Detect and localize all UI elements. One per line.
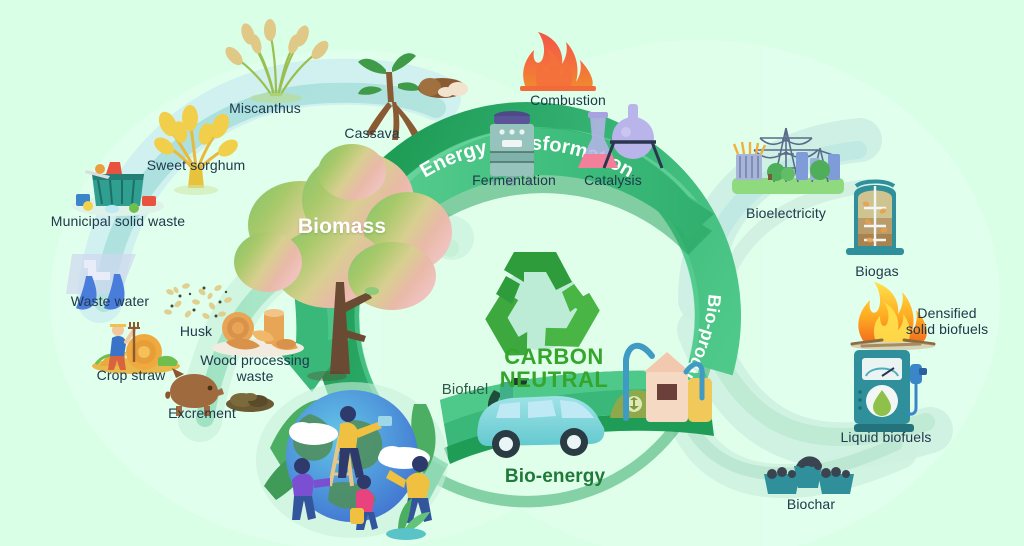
fermentation-tank-icon [490, 111, 534, 187]
biorefinery-icon [610, 343, 712, 422]
biofuel-label: Biofuel [441, 381, 489, 398]
flame-icon [520, 32, 596, 91]
product-label-biogas: Biogas [855, 263, 899, 279]
feedstock-label-cassava: Cassava [344, 125, 400, 141]
product-label-densified-solid-biofuels: Densified solid biofuels [905, 305, 989, 337]
hay-bale-farmer-icon [92, 322, 180, 374]
biochar-trays-icon [764, 456, 854, 494]
biomass-tree-icon [234, 144, 452, 381]
feedstock-label-wood-processing-waste: Wood processing waste [200, 352, 310, 384]
waste-water-pipes-icon [66, 254, 136, 310]
product-label-liquid-biofuels: Liquid biofuels [840, 429, 932, 445]
biogas-digester-icon [846, 179, 904, 255]
product-label-biochar: Biochar [786, 496, 836, 512]
pig-manure-icon [165, 368, 274, 416]
carbon-neutral-line2: NEUTRAL [499, 367, 609, 392]
car-icon [477, 396, 605, 458]
bio-energy-label: Bio-energy [504, 466, 606, 487]
sorghum-bundle-icon [154, 105, 238, 195]
feedstock-label-excrement: Excrement [168, 405, 236, 421]
feedstock-label-husk: Husk [179, 323, 213, 339]
power-pylon-icon [732, 127, 844, 194]
bonfire-icon [850, 282, 936, 350]
feedstock-label-crop-straw: Crop straw [96, 367, 166, 383]
feedstock-label-miscanthus: Miscanthus [229, 100, 301, 116]
cassava-plant-icon [358, 53, 468, 140]
flask-icon [578, 104, 664, 169]
product-label-bioelectricity: Bioelectricity [746, 205, 826, 221]
trash-bin-icon [72, 162, 164, 216]
husk-grain-icon [164, 283, 232, 320]
feedstock-label-municipal-solid-waste: Municipal solid waste [50, 213, 186, 229]
recycle-arrows-icon [485, 252, 600, 356]
feedstock-label-waste-water: Waste water [70, 293, 150, 309]
miscanthus-grass-icon [225, 19, 329, 103]
transformation-label-combustion: Combustion [530, 92, 606, 108]
biomass-label: Biomass [297, 215, 387, 238]
wood-logs-icon [212, 309, 304, 357]
transformation-label-fermentation: Fermentation [472, 172, 556, 188]
carbon-neutral-line1: CARBON [504, 344, 604, 369]
fuel-pump-icon [854, 350, 927, 432]
transformation-label-catalysis: Catalysis [584, 172, 642, 188]
earth-people-icon [256, 382, 448, 540]
feedstock-label-sweet-sorghum: Sweet sorghum [146, 157, 246, 173]
